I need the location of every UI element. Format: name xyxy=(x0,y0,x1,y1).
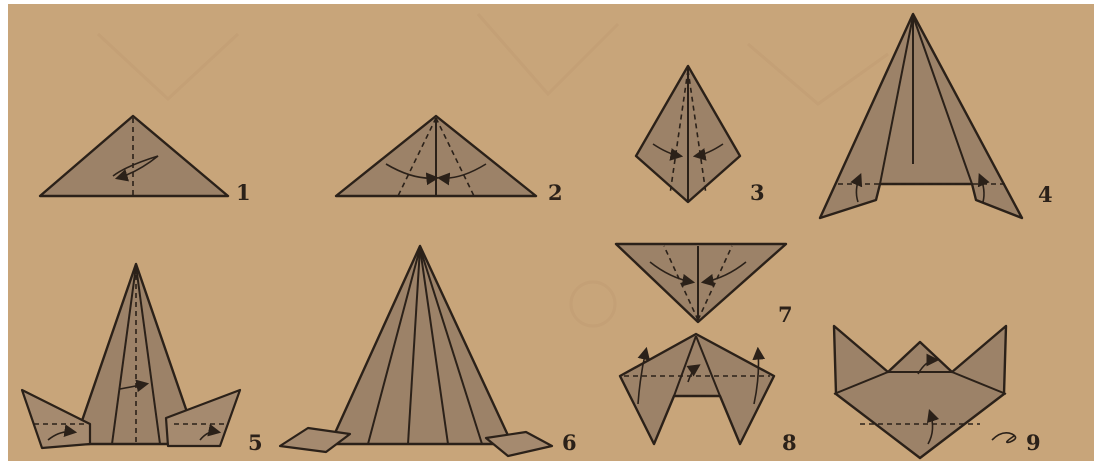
step-8-figure: 8 xyxy=(620,334,797,455)
step-1-number: 1 xyxy=(236,180,251,205)
step-1-figure: 1 xyxy=(40,116,251,205)
step-2-number: 2 xyxy=(548,180,563,205)
step-5-figure: 5 xyxy=(22,264,263,455)
origami-instruction-sheet: 1 2 3 xyxy=(8,4,1094,461)
step-2-figure: 2 xyxy=(336,116,563,205)
step-8-number: 8 xyxy=(782,430,797,455)
step-5-number: 5 xyxy=(248,430,263,455)
step-6-figure: 6 xyxy=(280,246,577,456)
step-6-number: 6 xyxy=(562,430,577,455)
step-3-figure: 3 xyxy=(636,66,765,205)
step-7-number: 7 xyxy=(778,302,793,327)
step-4-figure: 4 xyxy=(820,14,1053,218)
step-3-number: 3 xyxy=(750,180,765,205)
step-9-figure: 9 xyxy=(834,326,1041,458)
step-4-number: 4 xyxy=(1038,182,1053,207)
step-7-figure: 7 xyxy=(616,244,793,327)
origami-diagram: 1 2 3 xyxy=(8,4,1094,461)
step-9-number: 9 xyxy=(1026,430,1041,455)
